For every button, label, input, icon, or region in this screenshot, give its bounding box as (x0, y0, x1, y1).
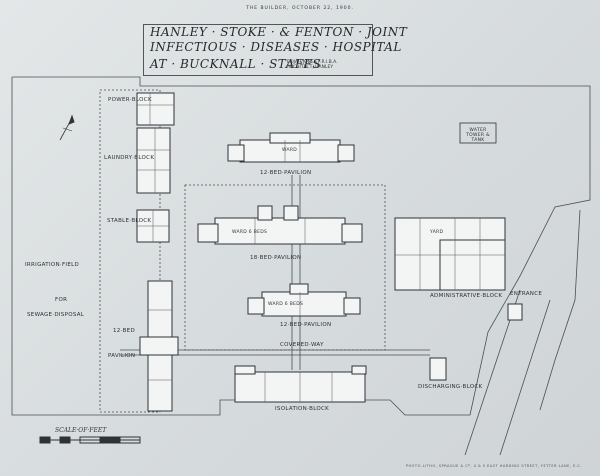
label-entrance: ENTRANCE (510, 291, 543, 297)
label-isolation-block: ISOLATION·BLOCK (275, 406, 330, 412)
printer-credit: PHOTO-LITHO, SPRAGUE & Cº, 4 & 5 EAST HA… (405, 464, 582, 468)
label-irrigation-field: IRRIGATION·FIELD (25, 262, 80, 268)
pavilion-low-end-right (343, 297, 361, 315)
label-sewage-disposal: SEWAGE·DISPOSAL (27, 312, 85, 318)
water-tower (459, 122, 497, 144)
scale-label: SCALE·OF·FEET (55, 427, 107, 434)
label-power-block: POWER·BLOCK (108, 97, 152, 103)
discharging-block (429, 357, 447, 381)
pavilion-mid-tower-b (283, 205, 299, 221)
isolation-wing-left (234, 365, 256, 375)
label-discharging-block: DISCHARGING·BLOCK (418, 384, 483, 390)
publication-header: THE BUILDER, OCTOBER 22, 1900. (246, 6, 354, 11)
label-ward-low: WARD 6 BEDS (268, 302, 304, 307)
label-ward-mid: WARD 6 BEDS (232, 230, 268, 235)
label-pavilion-low: 12·BED·PAVILION (280, 322, 332, 328)
label-pavilion-left: PAVILION (108, 353, 136, 359)
admin-front (439, 239, 506, 291)
pavilion-mid-tower-a (257, 205, 273, 221)
pavilion-mid-end-right (341, 223, 363, 243)
site-boundary (11, 76, 591, 416)
pavilion-top-end-right (337, 144, 355, 162)
north-arrow-icon (59, 114, 75, 141)
pavilion-low-end-left (247, 297, 265, 315)
laundry-block (136, 127, 171, 194)
pavilion-low-tower (289, 283, 309, 295)
label-stable-block: STABLE·BLOCK (107, 218, 152, 224)
architect-role: ARCHITECT, HANLEY (287, 65, 334, 70)
title-line-1: HANLEY · STOKE · & FENTON · JOINT (150, 25, 408, 39)
title-line-2: INFECTIOUS · DISEASES · HOSPITAL (150, 40, 402, 54)
label-for: FOR (55, 297, 68, 303)
architect-name: ELIJAH JONES F.R.I.B.A. (287, 60, 338, 65)
scale-bar (39, 436, 141, 444)
label-administrative-block: ADMINISTRATIVE·BLOCK (430, 293, 503, 299)
entrance-lodge (507, 303, 523, 321)
label-laundry-block: LAUNDRY·BLOCK (104, 155, 155, 161)
label-covered-way: COVERED·WAY (280, 342, 324, 348)
label-yard: YARD (430, 230, 444, 235)
pavilion-top-end-left (227, 144, 245, 162)
label-water-tower: WATER TOWER & TANK (466, 128, 490, 143)
label-ward-top: WARD (282, 148, 298, 153)
label-pavilion-mid: 18·BED·PAVILION (250, 255, 302, 261)
power-block (136, 92, 175, 126)
isolation-wing-right (351, 365, 367, 375)
architect-credit: ELIJAH JONES F.R.I.B.A. ARCHITECT, HANLE… (287, 60, 338, 70)
pavilion-top-centre (269, 132, 311, 144)
title-line-3: AT · BUCKNALL · STAFFS (150, 57, 322, 71)
pavilion-left-wing (139, 336, 179, 356)
label-12-bed: 12·BED (113, 328, 136, 334)
walk-outer (99, 89, 161, 413)
boundary-right (539, 209, 581, 411)
road-right (499, 299, 551, 456)
pavilion-mid-end-left (197, 223, 219, 243)
label-pavilion-top: 12·BED·PAVILION (260, 170, 312, 176)
title-cartouche (143, 24, 373, 76)
